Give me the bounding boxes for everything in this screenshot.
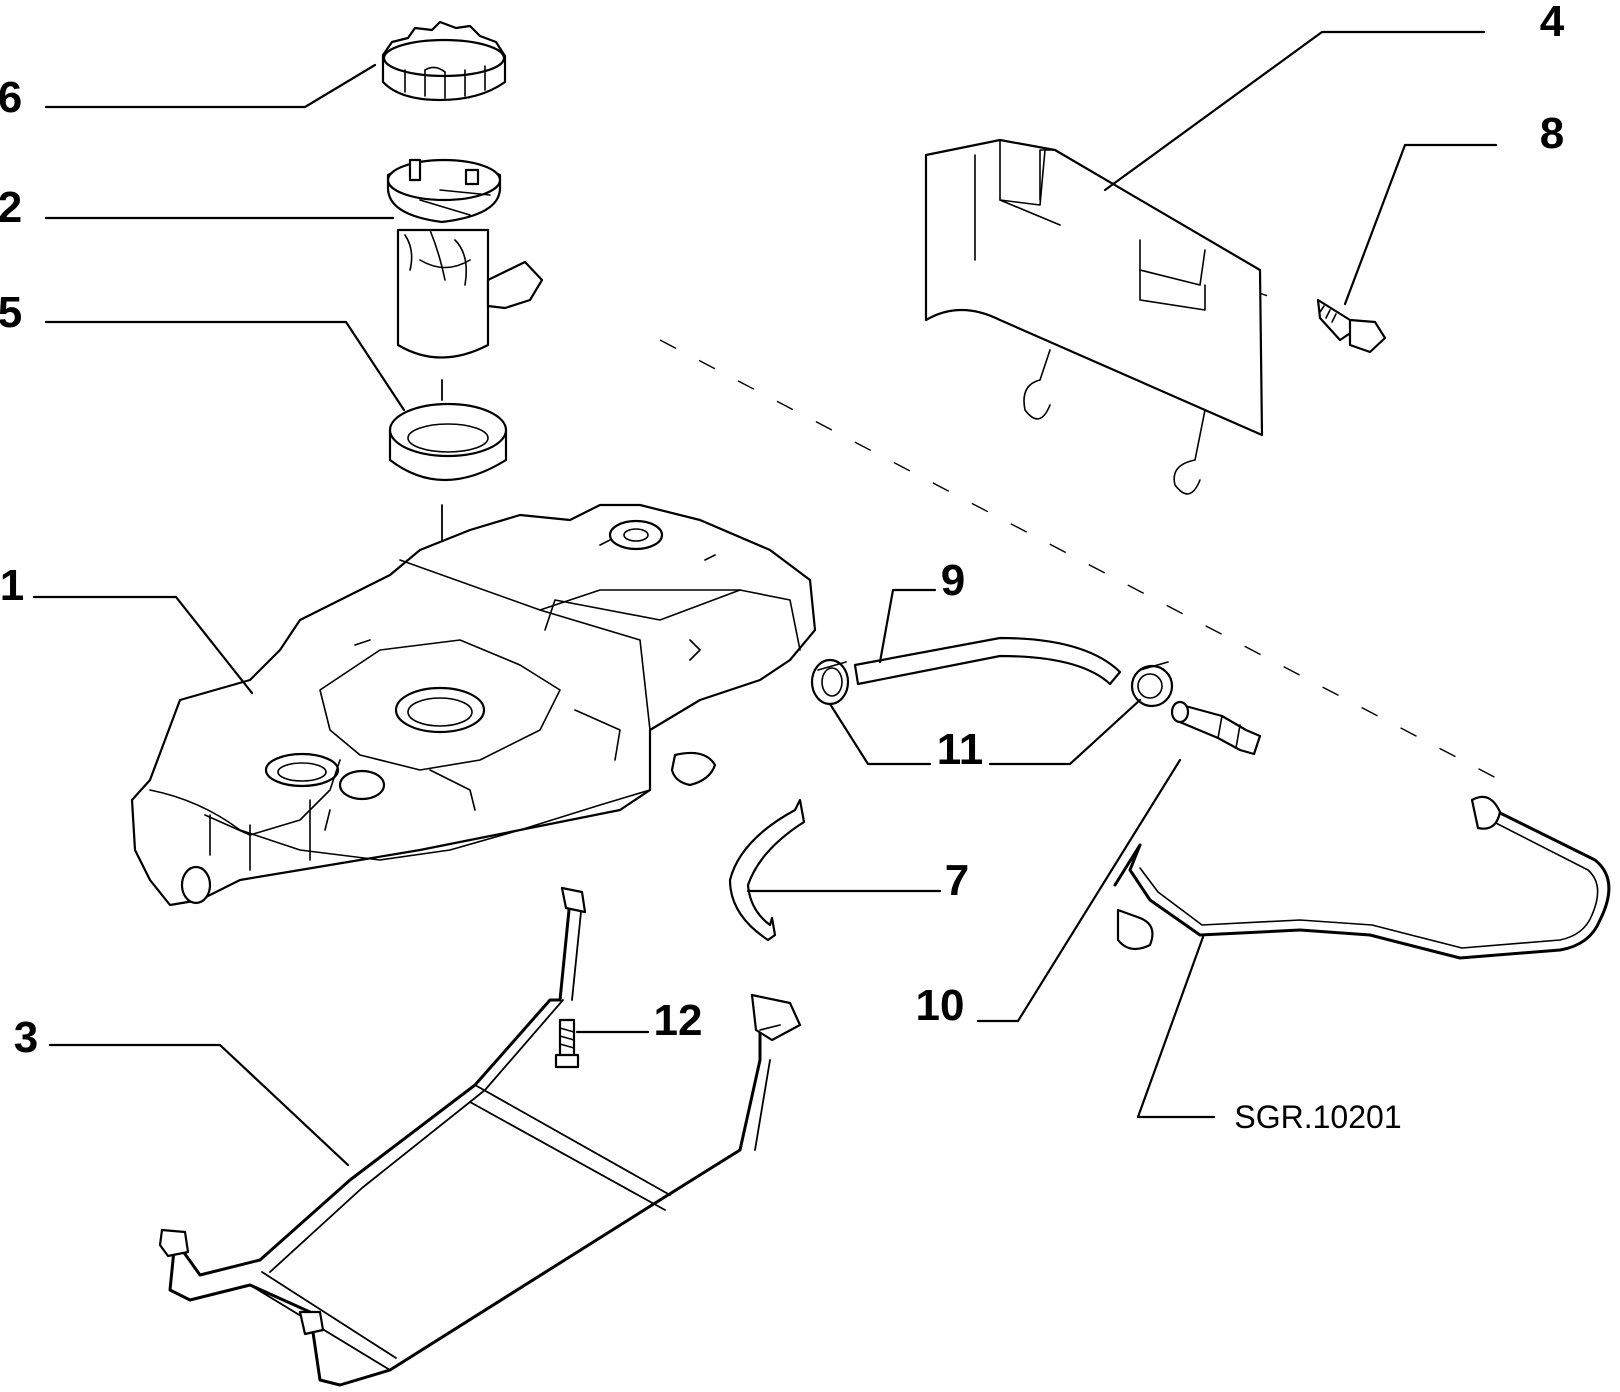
locking-ring-part [381,20,507,102]
callout-3: 3 [14,1013,38,1062]
leader-6 [44,63,377,109]
pump-seal-part [388,402,508,482]
callout-10: 10 [916,981,965,1030]
leader-lines [32,30,1498,1167]
heat-shield-part [924,138,1264,495]
callout-2: 2 [0,183,22,232]
callout-7: 7 [945,856,969,905]
callout-11: 11 [937,725,984,774]
fuel-pipe-part [1113,795,1611,960]
hose-clamp-left-part [810,658,850,706]
callout-12: 12 [654,996,703,1045]
leader-8 [1343,143,1498,306]
leader-4 [1103,30,1486,192]
tank-cradle-frame-part [158,886,802,1387]
leader-code [1136,935,1216,1119]
drawing-code: SGR.10201 [1234,1099,1401,1135]
leader-11-right [988,698,1142,766]
tank-strap-part [728,798,806,942]
callout-8: 8 [1540,109,1564,158]
screw-part [1316,298,1387,354]
dashed-axis-line [659,289,1501,781]
callout-6: 6 [0,73,22,122]
hose-clamp-right-part [1130,661,1174,708]
leader-1 [32,595,254,695]
fuel-pump-assembly-part [386,158,544,359]
fuel-tank-part [130,503,817,907]
bolt-part [554,1018,580,1069]
leader-9 [878,588,937,664]
leader-3 [48,1043,350,1167]
callout-4: 4 [1540,0,1565,46]
callout-1: 1 [0,561,24,610]
callout-5: 5 [0,288,22,337]
fuel-hose-part [853,636,1122,686]
callout-9: 9 [941,556,965,605]
leader-11-left [828,702,932,766]
connector-part [1170,700,1262,756]
leader-5 [44,320,406,412]
leader-10 [976,758,1182,1023]
